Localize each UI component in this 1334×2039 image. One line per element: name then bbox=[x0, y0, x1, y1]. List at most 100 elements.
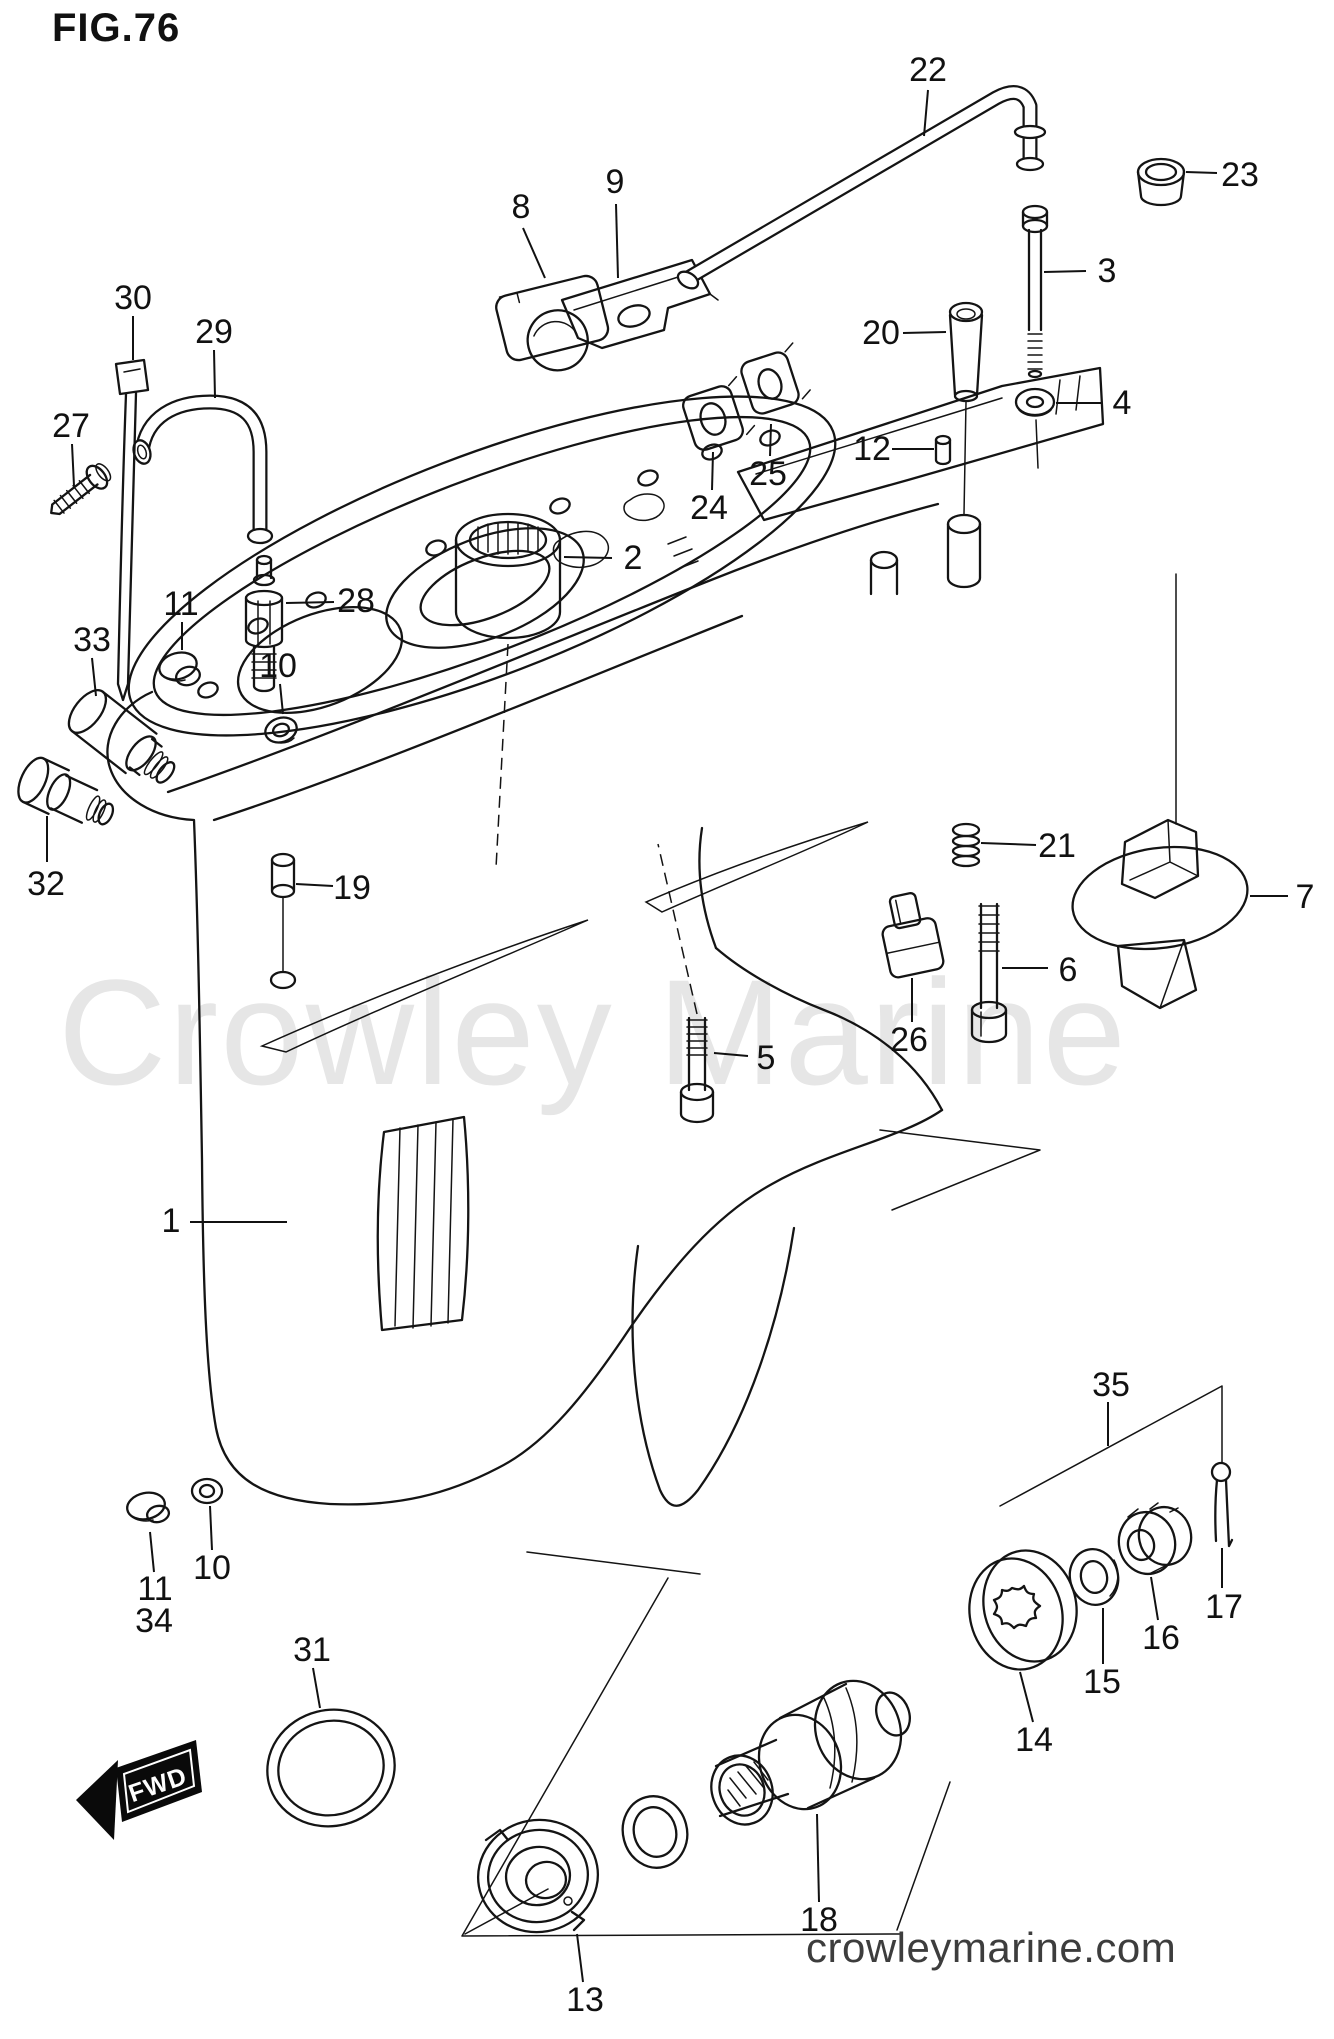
callout-20-label: 20 bbox=[862, 314, 900, 352]
callout-5-leader bbox=[713, 1052, 749, 1057]
site-watermark-text: crowleymarine.com bbox=[806, 1924, 1177, 1971]
washer-part-10-lower bbox=[190, 1477, 224, 1505]
callout-18-leader bbox=[816, 1813, 820, 1903]
clip-part-26 bbox=[881, 892, 945, 979]
callout-20-leader bbox=[902, 331, 947, 334]
callout-11-label: 11 bbox=[137, 1570, 172, 1608]
gear-case-top-flange bbox=[127, 395, 837, 737]
callout-29-leader bbox=[213, 349, 216, 399]
callout-13-leader bbox=[576, 1933, 584, 1983]
callout-14-label: 14 bbox=[1015, 1721, 1053, 1759]
callout-3-label: 3 bbox=[1098, 252, 1117, 290]
driveshaft-deck bbox=[736, 366, 1177, 825]
hose-part-29 bbox=[132, 394, 274, 545]
seal-ring bbox=[621, 1795, 689, 1869]
damper-part-24 bbox=[682, 376, 756, 451]
plug-part-11-lower bbox=[126, 1491, 171, 1524]
callout-33-label: 33 bbox=[73, 621, 111, 659]
callout-2-label: 2 bbox=[624, 539, 643, 577]
callout-4-label: 4 bbox=[1113, 384, 1132, 422]
bearing-part-2 bbox=[454, 512, 562, 869]
callout-8-label: 8 bbox=[512, 188, 531, 226]
washer-part-10-upper bbox=[264, 716, 298, 744]
callout-21-label: 21 bbox=[1038, 827, 1076, 865]
callout-31-leader bbox=[312, 1667, 321, 1709]
callout-10-leader bbox=[279, 683, 284, 715]
callout-9-leader bbox=[615, 203, 619, 279]
callout-11-label: 11 bbox=[163, 585, 198, 623]
callout-13-label: 13 bbox=[566, 1981, 604, 2019]
callout-5-label: 5 bbox=[757, 1039, 776, 1077]
callout-34-label: 34 bbox=[135, 1602, 173, 1640]
bolt-part-3 bbox=[1021, 204, 1049, 379]
callout-7-label: 7 bbox=[1296, 878, 1315, 916]
callout-11-leader bbox=[149, 1531, 155, 1573]
oring-part-31 bbox=[266, 1708, 396, 1828]
water-tube-clamp bbox=[495, 274, 610, 372]
callout-14-leader bbox=[1019, 1671, 1034, 1723]
callout-10-leader bbox=[209, 1505, 213, 1551]
callout-27-leader bbox=[71, 443, 75, 487]
callout-9-label: 9 bbox=[606, 163, 625, 201]
spline-washer-part-14 bbox=[968, 1549, 1078, 1671]
callout-31-label: 31 bbox=[293, 1631, 331, 1669]
washer-part-15 bbox=[1068, 1548, 1120, 1606]
callout-22-leader bbox=[923, 89, 929, 137]
callout-25-leader bbox=[769, 423, 772, 457]
callout-19-leader bbox=[295, 883, 334, 887]
bolt-part-6 bbox=[970, 902, 1008, 1044]
pin-part-12 bbox=[934, 434, 952, 466]
callout-16-leader bbox=[1150, 1576, 1159, 1621]
cotter-pin-part-17 bbox=[1210, 1461, 1234, 1548]
callout-21-leader bbox=[980, 842, 1037, 846]
callout-23-leader bbox=[1185, 171, 1218, 174]
bolt-part-5 bbox=[657, 843, 715, 1124]
spring-part-21 bbox=[951, 822, 981, 868]
water-tube bbox=[676, 85, 1047, 290]
fitting-part-28 bbox=[244, 554, 284, 693]
callout-23-label: 23 bbox=[1221, 156, 1259, 194]
bearing-carrier-part-18 bbox=[710, 1679, 911, 1826]
callout-24-label: 24 bbox=[690, 489, 728, 527]
knob-part-20 bbox=[948, 301, 984, 403]
callout-28-label: 28 bbox=[337, 582, 375, 620]
cable-tie-part-30 bbox=[114, 358, 150, 702]
callout-24-leader bbox=[711, 451, 714, 491]
plug-part-11-upper bbox=[158, 651, 201, 687]
cap-part-23 bbox=[1136, 157, 1186, 207]
callout-32-label: 32 bbox=[27, 865, 65, 903]
callout-3-leader bbox=[1043, 270, 1087, 273]
exploded-view-lines bbox=[461, 1385, 1223, 1937]
bearing-housing-part-13 bbox=[476, 1818, 600, 1934]
callout-28-leader bbox=[285, 601, 335, 604]
callout-25-label: 25 bbox=[749, 455, 787, 493]
watermark-text: Crowley Marine bbox=[58, 948, 1128, 1116]
washer-part-4 bbox=[1014, 387, 1056, 469]
callout-16-label: 16 bbox=[1142, 1619, 1180, 1657]
callout-17-label: 17 bbox=[1205, 1588, 1243, 1626]
callout-29-label: 29 bbox=[195, 313, 233, 351]
bushing-part-33 bbox=[67, 689, 176, 784]
figure-title: FIG.76 bbox=[52, 6, 181, 50]
callout-26-label: 26 bbox=[890, 1021, 928, 1059]
callout-2-leader bbox=[563, 556, 613, 559]
callout-30-label: 30 bbox=[114, 279, 152, 317]
anode-part-7 bbox=[1071, 818, 1249, 1010]
callout-10-label: 10 bbox=[259, 647, 297, 685]
gear-case-body bbox=[106, 502, 1041, 1507]
fwd-arrow-icon bbox=[76, 1740, 202, 1840]
callout-10-label: 10 bbox=[193, 1549, 231, 1587]
callout-12-label: 12 bbox=[853, 430, 891, 468]
callout-layer: 1234567891011121314151617181920212223242… bbox=[27, 51, 1314, 2019]
castle-nut-part-16 bbox=[1117, 1502, 1193, 1576]
callout-18-label: 18 bbox=[800, 1901, 838, 1939]
callout-15-label: 15 bbox=[1083, 1663, 1121, 1701]
screw-part-27 bbox=[50, 463, 112, 516]
callout-22-label: 22 bbox=[909, 51, 947, 89]
callout-6-label: 6 bbox=[1059, 951, 1078, 989]
callout-33-leader bbox=[91, 657, 97, 697]
callout-35-label: 35 bbox=[1092, 1366, 1130, 1404]
callout-27-label: 27 bbox=[52, 407, 90, 445]
